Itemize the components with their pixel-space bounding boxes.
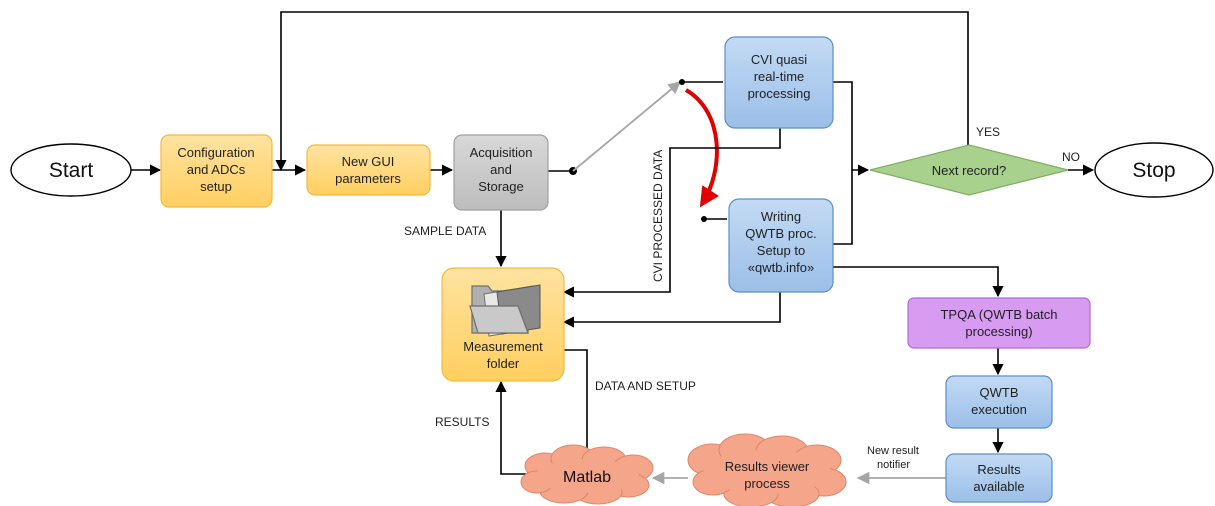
qwtb-exec-label-1: QWTB — [980, 385, 1019, 400]
tpqa-label-1: TPQA (QWTB batch — [940, 307, 1057, 322]
edge-label-notifier-2: notifier — [877, 459, 910, 471]
results-available-label-1: Results — [977, 462, 1021, 477]
writing-label-3: Setup to — [757, 243, 805, 258]
edge-label-cvi-processed: CVI PROCESSED DATA — [651, 150, 665, 282]
results-viewer-cloud-node: Results viewer process — [687, 433, 847, 506]
gui-node: New GUI parameters — [306, 144, 431, 196]
edge-loop-back — [275, 11, 969, 172]
edge-label-no: NO — [1062, 150, 1080, 164]
tpqa-label-2: processing) — [965, 324, 1032, 339]
connectors — [130, 11, 1095, 485]
config-label-2: and ADCs — [187, 162, 246, 177]
acq-label-1: Acquisition — [470, 145, 533, 160]
next-record-node: Next record? — [869, 144, 1069, 196]
tpqa-node: TPQA (QWTB batch processing) — [907, 297, 1091, 349]
edge-cvi-next — [833, 81, 870, 176]
writing-node: Writing QWTB proc. Setup to «qwtb.info» — [728, 198, 834, 293]
acq-node: Acquisition and Storage — [453, 134, 549, 211]
writing-label-1: Writing — [761, 209, 801, 224]
switch-toggle-arrow — [684, 88, 720, 208]
results-available-label-2: available — [973, 479, 1024, 494]
config-label-3: setup — [200, 179, 232, 194]
measurement-label-1: Measurement — [463, 339, 543, 354]
switch-arm — [572, 81, 681, 172]
next-record-label: Next record? — [932, 163, 1006, 178]
config-label-1: Configuration — [177, 145, 254, 160]
config-node: Configuration and ADCs setup — [160, 134, 273, 208]
qwtb-execution-node: QWTB execution — [945, 375, 1053, 429]
folder-icon — [469, 284, 541, 337]
matlab-cloud-node: Matlab — [520, 444, 654, 505]
viewer-label-1: Results viewer — [725, 459, 810, 474]
qwtb-exec-label-2: execution — [971, 402, 1027, 417]
stop-label: Stop — [1132, 159, 1175, 182]
gui-label-2: parameters — [335, 171, 401, 186]
edge-writing-tpqa — [833, 266, 1004, 298]
edge-writing-next — [833, 170, 853, 245]
measurement-label-2: folder — [487, 356, 520, 371]
edge-label-yes: YES — [976, 125, 1000, 139]
edge-label-data-setup: DATA AND SETUP — [595, 379, 696, 393]
edge-writing-folder — [562, 292, 781, 328]
acq-label-3: Storage — [478, 179, 524, 194]
results-available-node: Results available — [945, 453, 1053, 503]
edge-cvi-folder — [562, 128, 781, 298]
edge-label-sample-data: SAMPLE DATA — [404, 224, 486, 238]
start-node: Start — [10, 143, 132, 197]
edge-matlab-folder — [495, 380, 526, 475]
measurement-folder-node: Measurement folder — [441, 267, 565, 382]
matlab-label: Matlab — [563, 469, 611, 486]
viewer-label-2: process — [744, 476, 790, 491]
edge-folder-matlab — [564, 349, 593, 462]
cvi-label-2: real-time — [754, 69, 805, 84]
writing-label-4: «qwtb.info» — [748, 260, 815, 275]
stop-node: Stop — [1094, 142, 1214, 198]
gui-label-1: New GUI — [342, 154, 395, 169]
cvi-label-1: CVI quasi — [751, 52, 807, 67]
writing-label-2: QWTB proc. — [745, 226, 817, 241]
cvi-label-3: processing — [748, 86, 811, 101]
start-label: Start — [49, 159, 94, 182]
edge-label-results: RESULTS — [435, 415, 489, 429]
acq-label-2: and — [490, 162, 512, 177]
edge-label-notifier-1: New result — [867, 445, 919, 457]
cvi-node: CVI quasi real-time processing — [724, 36, 834, 129]
